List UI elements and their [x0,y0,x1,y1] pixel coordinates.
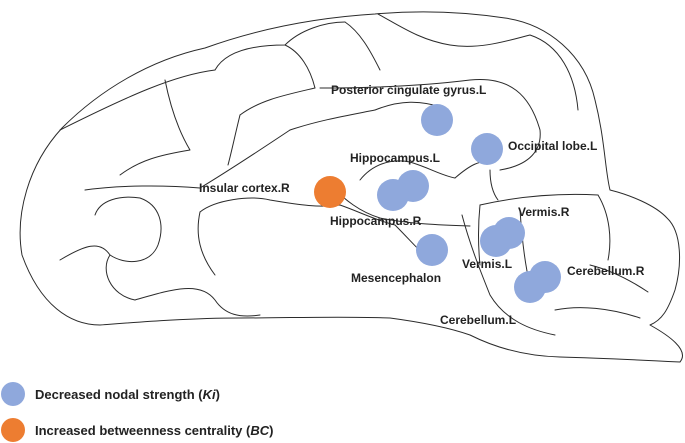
node-vermis-l [480,225,512,257]
legend-increased-marker [1,418,25,442]
label-vermis-r: Vermis.R [518,205,570,219]
label-vermis-l: Vermis.L [462,257,512,271]
brain-outline [19,11,683,363]
label-cerebellum-r: Cerebellum.R [567,264,645,278]
node-posterior-cingulate [421,104,453,136]
label-insular: Insular cortex.R [199,181,290,195]
label-cerebellum-l: Cerebellum.L [440,313,516,327]
node-occipital [471,133,503,165]
node-hippocampus-r [377,179,409,211]
label-mesencephalon: Mesencephalon [351,271,441,285]
brain-sulci [59,13,649,336]
label-posterior-cingulate: Posterior cingulate gyrus.L [331,83,486,97]
label-hippocampus-l: Hippocampus.L [350,151,440,165]
legend-decreased-label: Decreased nodal strength (Ki) [35,387,220,402]
region-nodes [314,104,561,303]
label-occipital: Occipital lobe.L [508,139,597,153]
region-labels: Posterior cingulate gyrus.L Occipital lob… [199,83,645,327]
node-cerebellum-l [514,271,546,303]
legend: Decreased nodal strength (Ki) Increased … [1,382,273,442]
legend-decreased-marker [1,382,25,406]
legend-increased-label: Increased betweenness centrality (BC) [35,423,273,438]
node-insular [314,176,346,208]
node-mesencephalon [416,234,448,266]
label-hippocampus-r: Hippocampus.R [330,214,422,228]
